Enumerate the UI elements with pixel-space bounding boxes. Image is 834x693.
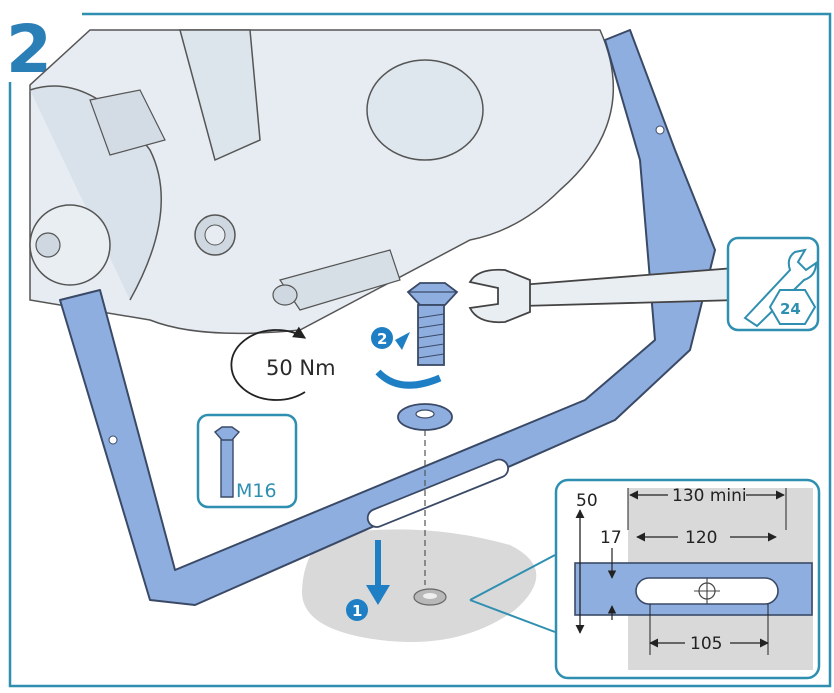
dimension-detail: 50 17 130 mini 120 105 [469, 478, 821, 680]
bracket-slot [366, 458, 510, 528]
torque-arrow [230, 326, 307, 401]
bolt-spec: M16 [236, 480, 277, 502]
bolt-icon [213, 426, 241, 498]
bracket-hole-right [655, 125, 665, 135]
dim-min-spacing: 130 mini [672, 486, 747, 506]
rotation-arrow [375, 369, 442, 389]
washer [397, 403, 453, 431]
bracket-hole-left [108, 435, 118, 445]
mounting-bracket [59, 29, 716, 606]
bolt-spec-box: M16 [196, 413, 298, 509]
wrench-size-box: 24 [726, 236, 820, 332]
floor-surface [301, 529, 537, 642]
dim-slot-inner: 105 [690, 634, 722, 654]
dim-thickness: 50 [576, 491, 598, 511]
torque-label: 50 Nm [266, 356, 336, 380]
floodlight-body [29, 29, 615, 335]
callout-1: 1 [352, 602, 362, 620]
callout-1-badge [346, 599, 368, 621]
wrench-icon [743, 248, 818, 328]
dim-hole-width: 17 [600, 528, 622, 548]
callout-2: 2 [377, 330, 387, 348]
frame-border [8, 12, 832, 688]
wrench-size: 24 [780, 300, 801, 318]
bolt [406, 282, 459, 366]
dim-slot-outer: 120 [685, 528, 717, 548]
callout-2-badge [371, 327, 393, 349]
